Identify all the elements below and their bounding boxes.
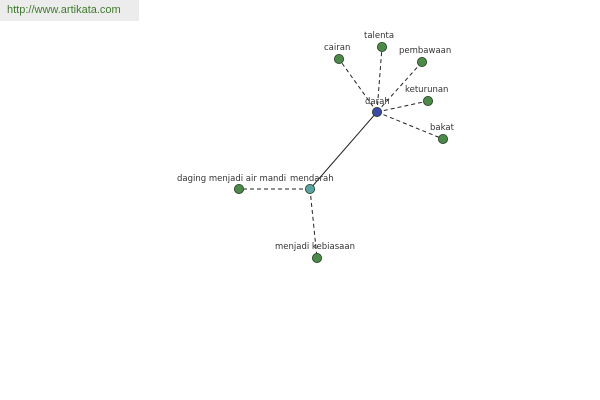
edge-darah-cairan [338, 58, 378, 113]
node-darah[interactable] [371, 107, 382, 118]
node-label-mendarah: mendarah [290, 174, 334, 184]
site-url-watermark: http://www.artikata.com [0, 0, 139, 21]
node-label-darah: darah [365, 97, 390, 107]
node-kebiasaan[interactable] [311, 252, 322, 263]
node-label-kebiasaan: menjadi kebiasaan [275, 242, 355, 252]
node-daging[interactable] [233, 183, 244, 194]
node-talenta[interactable] [376, 42, 387, 53]
labels-layer: darah mendarah cairan talenta pembawaan ketur… [177, 31, 455, 252]
node-label-talenta: talenta [364, 31, 394, 41]
edge-darah-talenta [376, 46, 383, 113]
node-keturunan[interactable] [422, 96, 433, 107]
nodes-layer [233, 42, 448, 263]
node-mendarah[interactable] [304, 183, 315, 194]
node-label-pembawaan: pembawaan [399, 46, 451, 56]
edge-darah-mendarah [309, 111, 378, 190]
node-label-bakat: bakat [430, 123, 455, 133]
edge-darah-keturunan [376, 100, 429, 113]
node-label-daging: daging menjadi air mandi [177, 174, 286, 184]
node-label-cairan: cairan [324, 43, 350, 53]
edges-layer [239, 46, 444, 259]
node-bakat[interactable] [437, 133, 448, 144]
edge-darah-pembawaan [376, 61, 423, 113]
edge-darah-bakat [376, 111, 444, 140]
node-cairan[interactable] [333, 54, 344, 65]
node-label-keturunan: keturunan [405, 85, 448, 95]
edge-mendarah-kebiasaan [309, 188, 318, 259]
node-pembawaan[interactable] [416, 57, 427, 68]
